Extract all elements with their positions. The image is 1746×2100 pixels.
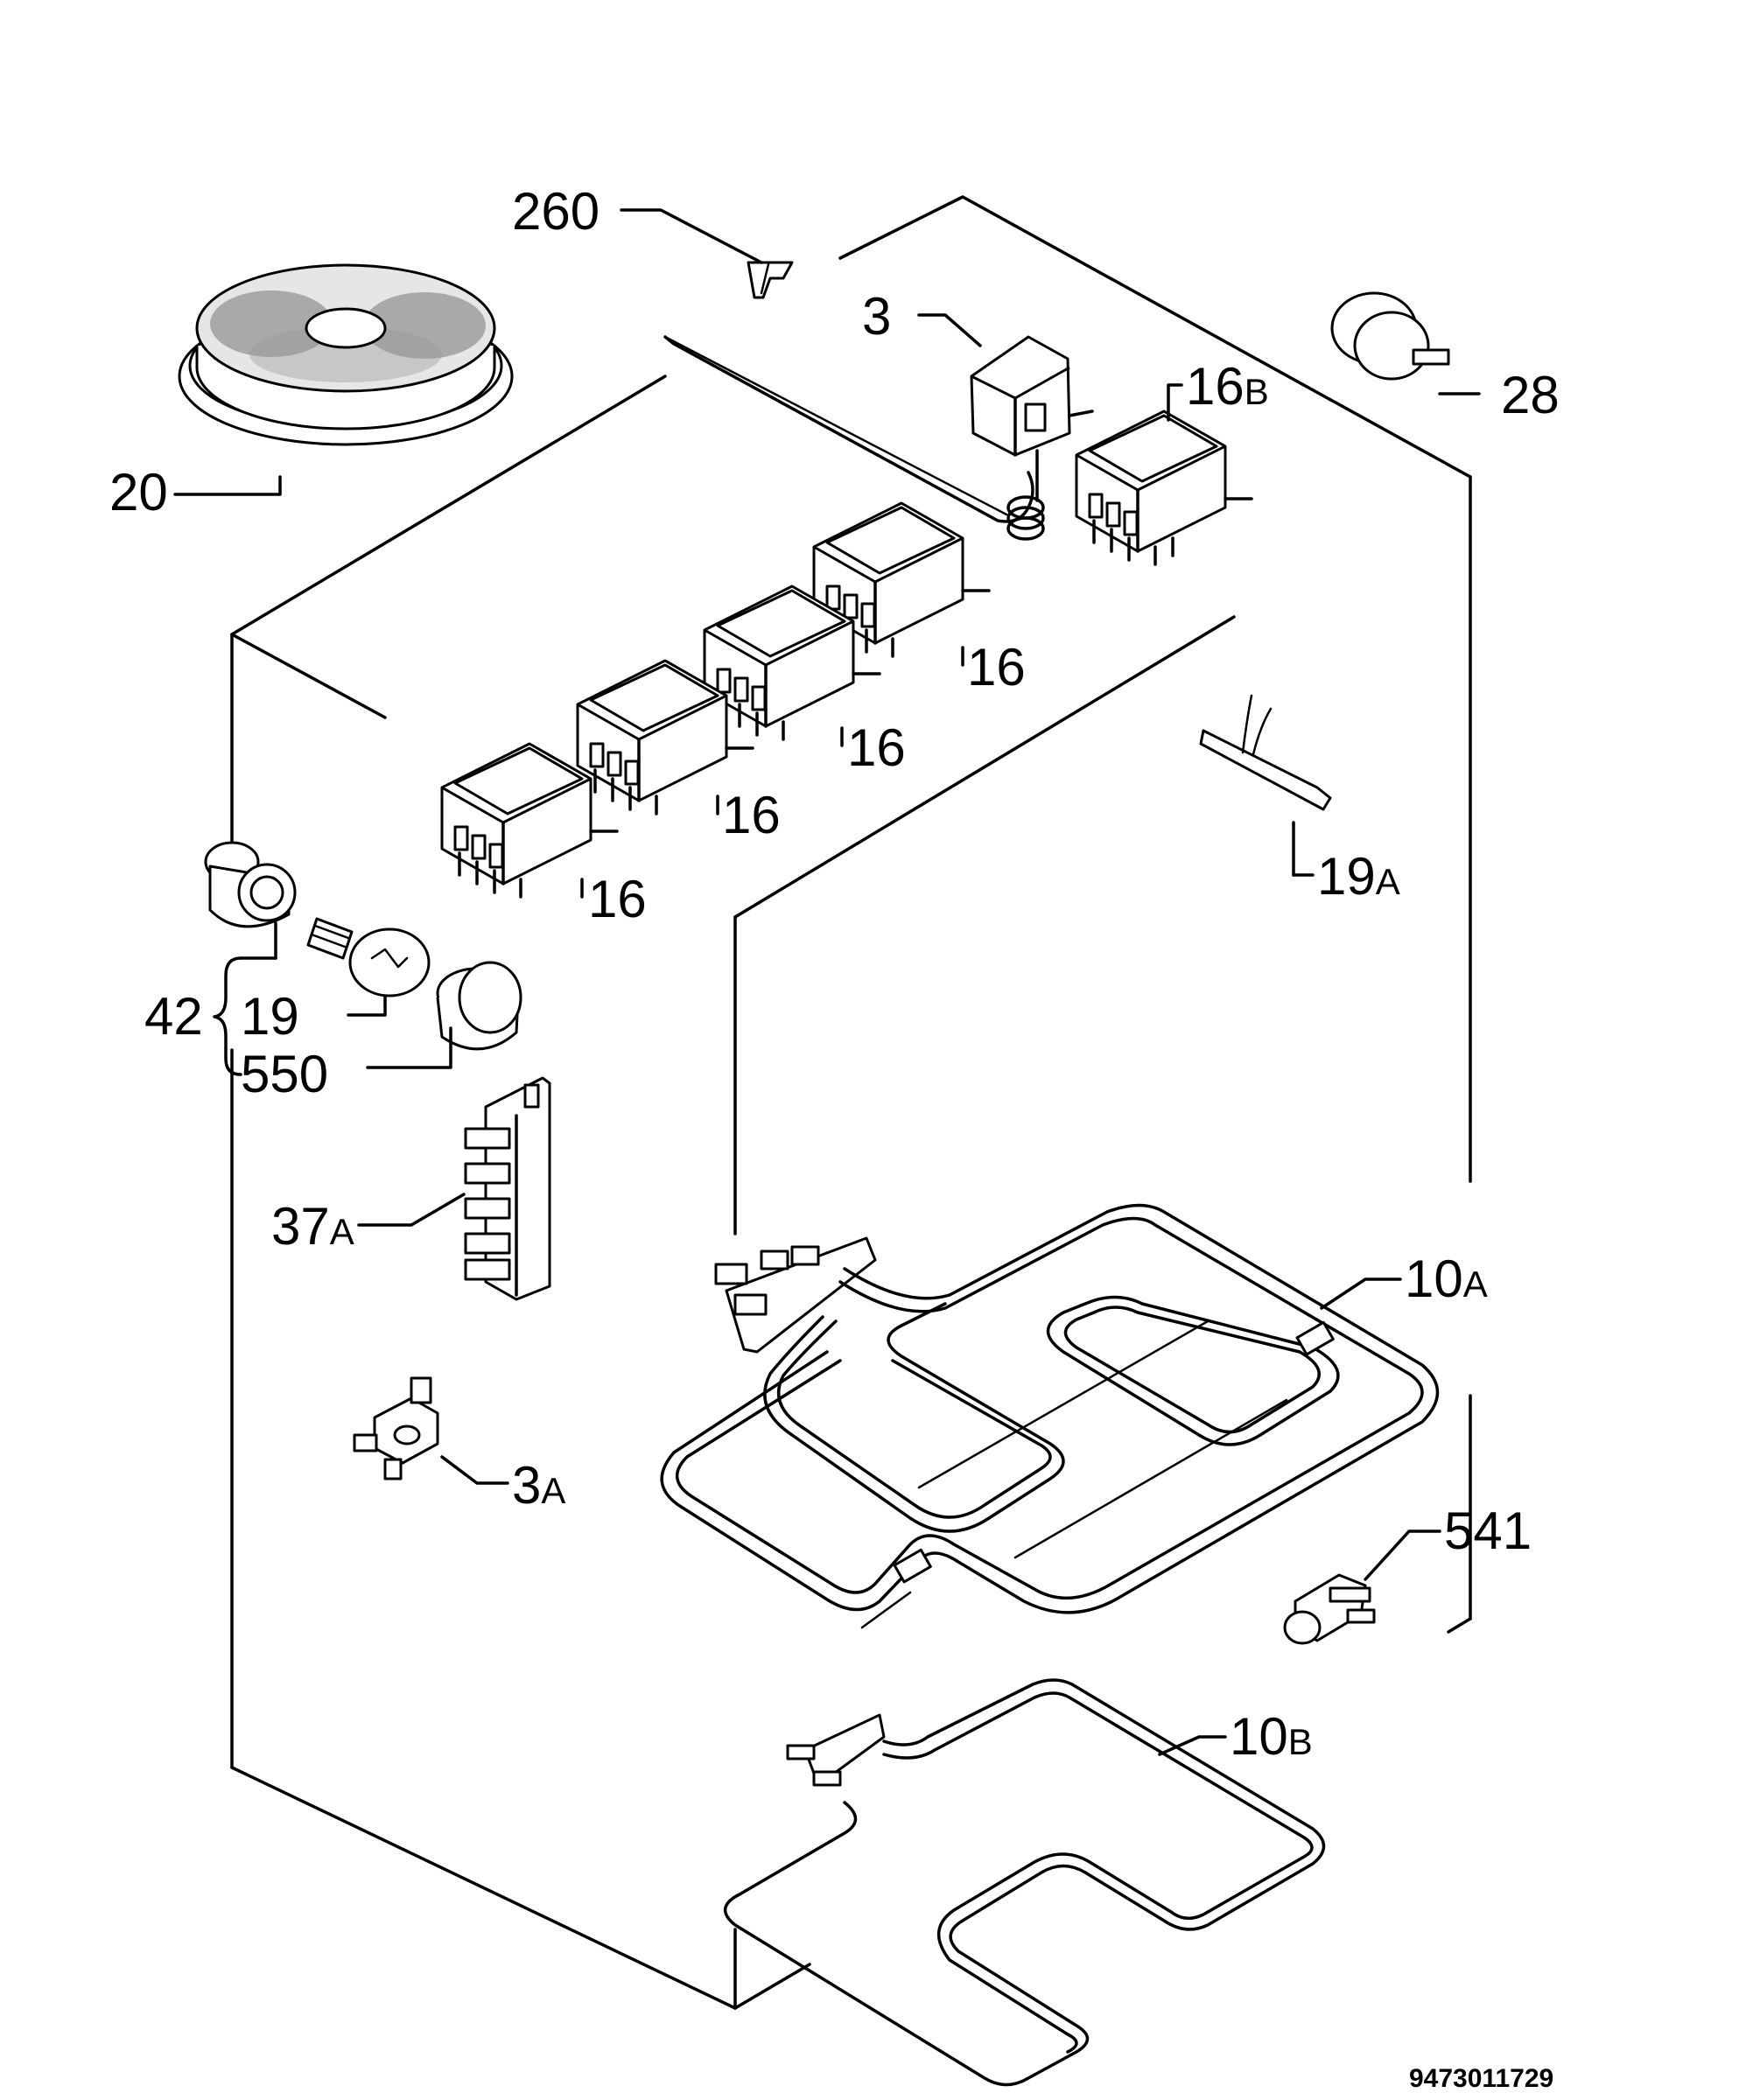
callout-10a: 10A xyxy=(1405,1250,1488,1308)
terminal-block-part xyxy=(464,1076,551,1301)
callout-16-row1: 16 xyxy=(967,638,1026,696)
hotplate-part xyxy=(178,263,514,446)
cabinet-outline xyxy=(230,195,1472,2010)
element-bracket-part xyxy=(1283,1573,1376,1645)
thermostat-part xyxy=(970,335,1094,457)
callout-16-row2: 16 xyxy=(847,718,906,777)
callout-labels: 260 3 16B 28 20 16 16 16 16 19A 42 19 55… xyxy=(109,182,1560,1766)
grill-element-part xyxy=(660,1203,1440,1629)
clip-part xyxy=(747,261,794,299)
callout-3a: 3A xyxy=(512,1456,565,1515)
callout-19: 19 xyxy=(241,987,299,1046)
callout-16-row4: 16 xyxy=(588,870,647,928)
selector-switch-16f xyxy=(440,742,619,899)
callout-19a: 19A xyxy=(1317,847,1400,906)
callout-37a: 37A xyxy=(271,1197,354,1256)
drawing-reference-number: 9473011729 xyxy=(1409,2064,1553,2093)
callout-10b: 10B xyxy=(1230,1707,1313,1766)
callout-541: 541 xyxy=(1444,1502,1532,1560)
bottom-element-part xyxy=(724,1678,1326,2087)
callout-260: 260 xyxy=(512,182,600,241)
selector-switch-16e xyxy=(576,659,754,816)
callout-28: 28 xyxy=(1501,366,1560,424)
callout-16-row3: 16 xyxy=(722,786,781,844)
lamp-bulb-part xyxy=(306,917,431,998)
lamp-cover-part xyxy=(436,961,522,1051)
lamp-holder-part xyxy=(204,841,297,928)
callout-leaders xyxy=(173,208,1481,1756)
callout-3: 3 xyxy=(862,287,891,346)
selector-switch-16c xyxy=(703,584,881,741)
sensor-probe-part xyxy=(1199,694,1332,811)
knob-part xyxy=(1330,291,1450,381)
cutout-thermostat-part xyxy=(353,1376,439,1480)
callout-42: 42 xyxy=(144,987,203,1046)
callout-550: 550 xyxy=(241,1045,328,1103)
callout-20: 20 xyxy=(109,463,168,522)
capillary-coil xyxy=(1006,449,1045,541)
selector-switch-16d xyxy=(812,501,991,658)
selector-switch-16b xyxy=(1075,410,1253,566)
callout-16b: 16B xyxy=(1186,357,1269,416)
